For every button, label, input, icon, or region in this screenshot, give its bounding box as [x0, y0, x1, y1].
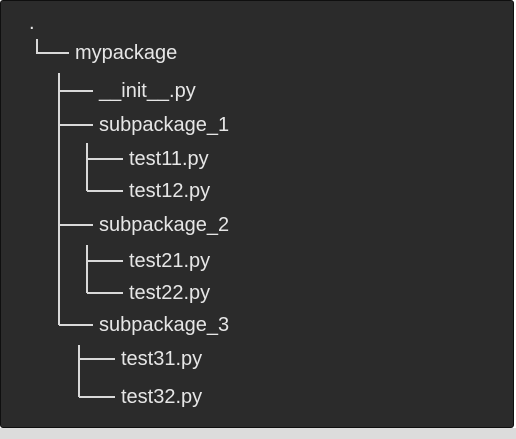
tree-node-init: __init__.py [99, 80, 196, 102]
tree-node-mypackage: mypackage [75, 42, 178, 64]
bottom-strip [0, 428, 516, 439]
tree-node-subpackage-1: subpackage_1 [99, 114, 230, 136]
tree-node-subpackage-2: subpackage_2 [99, 214, 230, 236]
directory-tree: . mypackage __init__.py subpackage_1 tes… [1, 1, 513, 427]
tree-node-test22: test22.py [129, 282, 211, 304]
tree-node-test21: test21.py [129, 250, 211, 272]
connector-mypackage [36, 39, 69, 54]
terminal-window: . mypackage __init__.py subpackage_1 tes… [0, 0, 514, 428]
tree-node-subpackage-3: subpackage_3 [99, 314, 230, 336]
tree-node-test12: test12.py [129, 180, 211, 202]
tree-lines [36, 39, 123, 398]
tree-node-test31: test31.py [121, 348, 203, 370]
root-dot: . [29, 12, 35, 34]
tree-node-test32: test32.py [121, 386, 203, 408]
tree-node-test11: test11.py [129, 148, 209, 170]
